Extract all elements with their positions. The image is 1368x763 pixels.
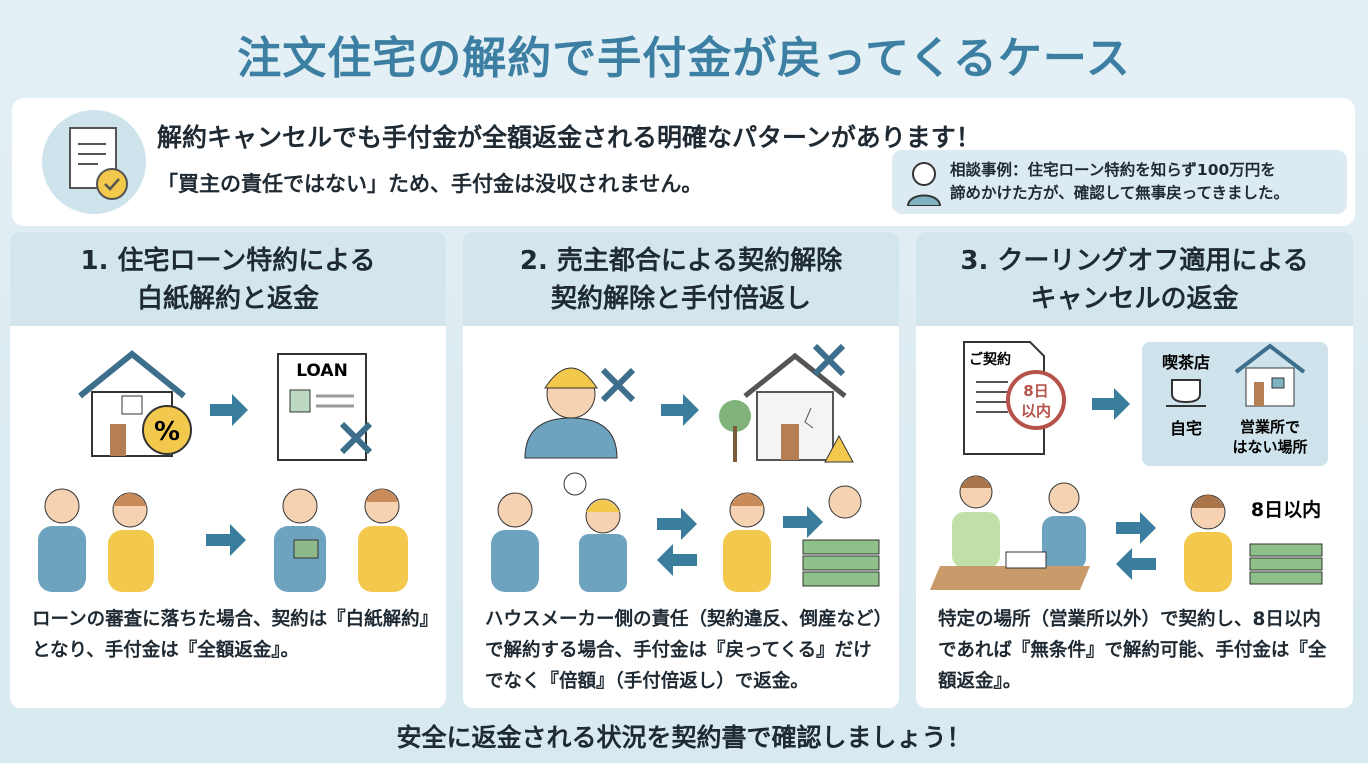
- worried-couple-illustration: [38, 488, 154, 592]
- panel-title-line1: 1. 住宅ローン特約による: [80, 246, 376, 276]
- arrow-left-icon: [1116, 548, 1156, 580]
- case-example-box: 相談事例：住宅ローン特約を知らず100万円を諦めかけた方が、確認して無事戻ってき…: [892, 150, 1347, 214]
- intro-headline: 解約キャンセルでも手付金が全額返金される明確なパターンがあります！: [157, 123, 981, 152]
- panel-loan-clause: 1. 住宅ローン特約による白紙解約と返金 % LOAN ローンの審査に落ちた場合…: [10, 232, 446, 708]
- damaged-house-icon: [719, 343, 854, 463]
- illustration-label: 以内: [1021, 402, 1051, 420]
- illustration-label: 8日: [1023, 382, 1048, 400]
- panel-title-line1: 3. クーリングオフ適用による: [960, 246, 1309, 276]
- page-title: 注文住宅の解約で手付金が戻ってくるケース: [237, 33, 1131, 84]
- intro-card: 解約キャンセルでも手付金が全額返金される明確なパターンがあります！ 「買主の責任…: [12, 98, 1355, 226]
- arrow-right-icon: [657, 508, 697, 540]
- panel-title-line1: 2. 売主都合による契約解除: [519, 246, 843, 276]
- happy-couple-illustration: [274, 488, 408, 592]
- refund-illustration: 8日以内: [1184, 494, 1323, 592]
- intro-subtext: 「買主の責任ではない」ため、手付金は没収されません。: [157, 172, 703, 196]
- panel-header: 3. クーリングオフ適用によるキャンセルの返金: [916, 232, 1353, 326]
- arrow-left-icon: [657, 544, 697, 576]
- panel-title-line2: キャンセルの返金: [1030, 284, 1239, 314]
- panel-header: 2. 売主都合による契約解除契約解除と手付倍返し: [463, 232, 899, 326]
- cross-icon: [339, 421, 373, 455]
- cross-icon: [600, 367, 636, 403]
- buyer-and-builder-illustration: [491, 472, 627, 592]
- illustration-label: はない場所: [1232, 438, 1307, 456]
- panel-description: ハウスメーカー側の責任（契約違反、倒産など）で解約する場合、手付金は『戻ってくる…: [485, 609, 883, 692]
- cross-icon: [812, 343, 846, 377]
- arrow-right-icon: [206, 524, 246, 556]
- panel-title-line2: 契約解除と手付倍返し: [550, 284, 811, 314]
- arrow-right-icon: [1116, 512, 1156, 544]
- panel-description: 特定の場所（営業所以外）で契約し、8日以内であれば『無条件』で解約可能、手付金は…: [938, 609, 1327, 692]
- arrow-right-icon: [210, 394, 248, 426]
- arrow-right-icon: [1092, 388, 1130, 420]
- illustration-label: 営業所で: [1240, 418, 1300, 436]
- illustration-label: ご契約: [969, 351, 1011, 368]
- panel-seller-breach: 2. 売主都合による契約解除契約解除と手付倍返し ハウスメーカー側の責任（契約違…: [463, 232, 899, 708]
- person-icon: [906, 162, 942, 206]
- percent-badge-icon: [142, 405, 192, 455]
- illustration-label: 自宅: [1170, 419, 1202, 438]
- case-line-2: 諦めかけた方が、確認して無事戻ってきました。: [950, 184, 1289, 202]
- contract-document-icon: ご契約 8日以内: [963, 341, 1066, 455]
- panel-description: ローンの審査に落ちた場合、契約は『白紙解約』となり、手付金は『全額返金』。: [32, 609, 429, 661]
- warning-icon: [824, 434, 854, 463]
- builder-icon: [524, 367, 618, 459]
- loan-document-icon: LOAN: [277, 353, 373, 461]
- illustration-label: 喫茶店: [1162, 353, 1210, 372]
- stamp-icon: [1006, 370, 1066, 430]
- document-check-icon: [42, 110, 146, 214]
- home-icon: [1234, 343, 1306, 407]
- seller-breach-illustration: [491, 343, 880, 592]
- signing-contract-illustration: [930, 475, 1090, 590]
- arrow-right-icon: [661, 394, 699, 426]
- coffee-cup-icon: [1166, 379, 1206, 407]
- illustration-label: LOAN: [296, 361, 348, 381]
- case-line-1: 相談事例：住宅ローン特約を知らず100万円を: [950, 161, 1276, 179]
- illustration-label: %: [154, 417, 180, 447]
- footer-message: 安全に返金される状況を契約書で確認しましょう！: [396, 723, 972, 752]
- panel-title-line2: 白紙解約と返金: [136, 284, 319, 314]
- arrow-right-icon: [783, 506, 823, 538]
- panel-header: 1. 住宅ローン特約による白紙解約と返金: [10, 232, 446, 326]
- illustration-label: 8日以内: [1251, 498, 1321, 521]
- buyer-receives-money-illustration: [723, 485, 880, 592]
- loan-illustration: % LOAN: [38, 350, 408, 592]
